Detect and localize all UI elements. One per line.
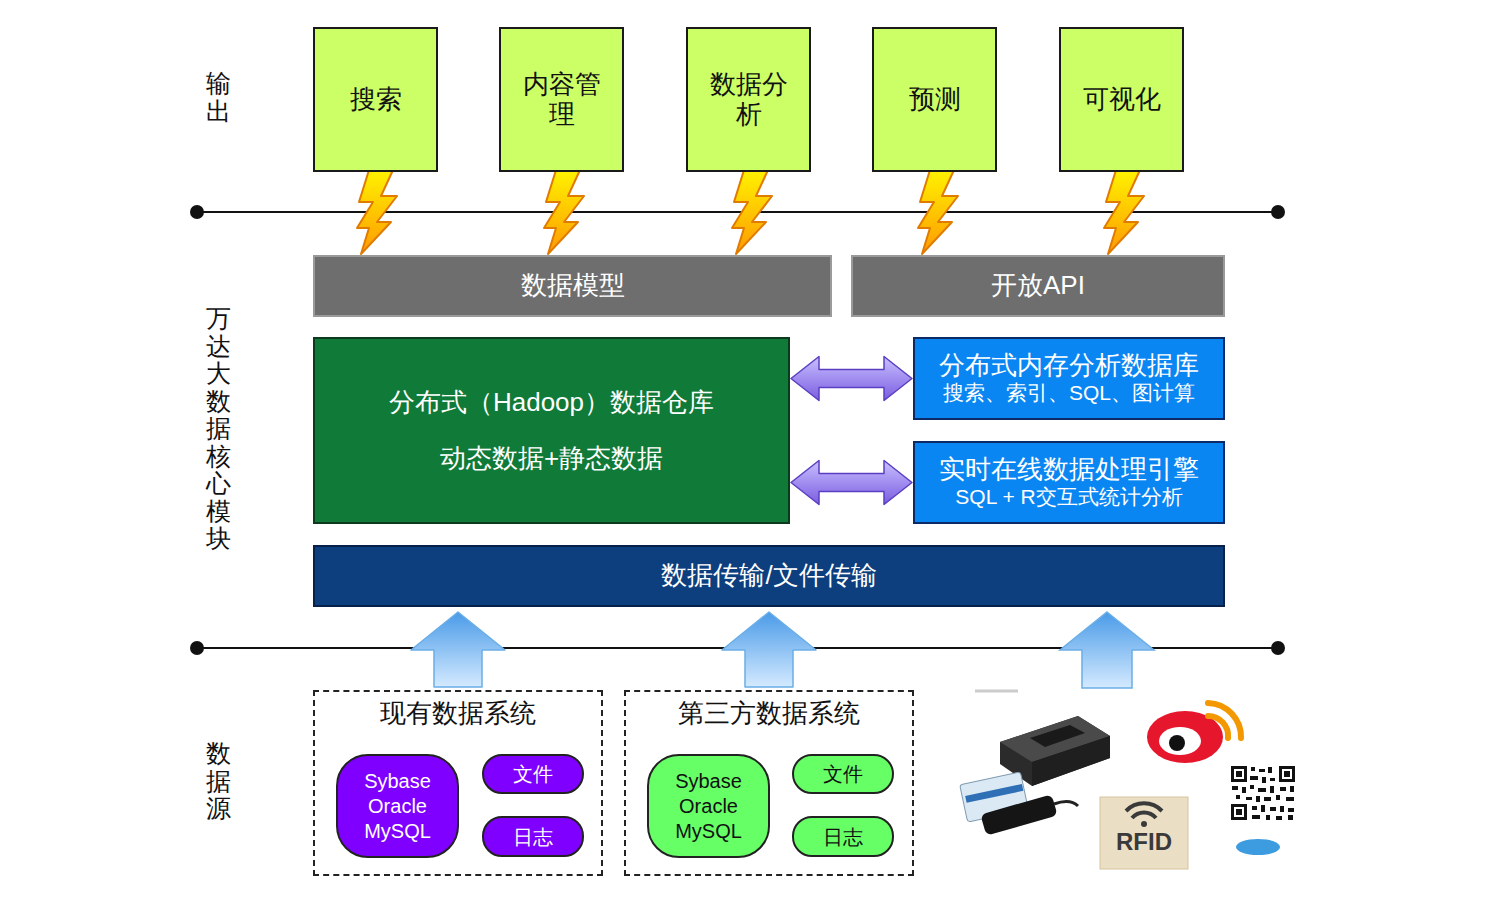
node-text: 数据传输/文件传输 [661, 560, 876, 591]
node-text: 日志 [513, 825, 553, 849]
divider-dot [190, 641, 204, 655]
lightning-bolt [918, 170, 958, 254]
log-pill: 日志 [482, 816, 584, 857]
transfer-bar: 数据传输/文件传输 [313, 545, 1225, 607]
rfid-text: RFID [1101, 830, 1187, 854]
node-text: 日志 [823, 825, 863, 849]
lightning-bolt [544, 170, 584, 254]
output-box: 内容管理 [499, 27, 624, 172]
lightning-bolt [732, 170, 772, 254]
node-text: 实时在线数据处理引擎 [939, 455, 1199, 485]
node-text: 数据模型 [521, 270, 625, 301]
output-box: 可视化 [1059, 27, 1184, 172]
upload-arrow [722, 612, 816, 687]
node-text: 数据分析 [700, 70, 797, 130]
qr-code [1230, 765, 1296, 821]
node-text: 分布式（Hadoop）数据仓库 [389, 387, 714, 418]
weibo-logo [1147, 703, 1241, 763]
log-pill: 日志 [792, 816, 894, 857]
section-label: 数据源 [206, 740, 231, 823]
node-text: 分布式内存分析数据库 [939, 351, 1199, 381]
node-text: Sybase Oracle MySQL [665, 769, 752, 844]
database-box: Sybase Oracle MySQL [647, 754, 770, 858]
file-pill: 文件 [792, 754, 894, 794]
divider-dot [190, 205, 204, 219]
double-arrow [791, 461, 912, 505]
section-label: 输出 [206, 70, 231, 125]
divider-dot [1271, 641, 1285, 655]
source-group: 第三方数据系统 Sybase Oracle MySQL 文件日志 [624, 690, 914, 876]
node-text: Sybase Oracle MySQL [354, 769, 441, 844]
node-text: 动态数据+静态数据 [440, 443, 663, 474]
node-text: SQL + R交互式统计分析 [955, 485, 1182, 509]
node-text: 内容管理 [513, 70, 610, 130]
source-group: 现有数据系统 Sybase Oracle MySQL 文件日志 [313, 690, 603, 876]
output-box: 预测 [872, 27, 997, 172]
node-text: 开放API [991, 270, 1085, 301]
water-drop [1236, 839, 1280, 855]
output-box: 搜索 [313, 27, 438, 172]
output-box: 数据分析 [686, 27, 811, 172]
upload-arrow [1060, 612, 1154, 688]
section-label: 万达大数据核心模块 [206, 305, 231, 553]
small-bar [975, 690, 1018, 693]
divider-dot [1271, 205, 1285, 219]
double-arrow [791, 357, 912, 401]
node-text: 文件 [823, 762, 863, 786]
engine-box: 实时在线数据处理引擎SQL + R交互式统计分析 [913, 441, 1225, 524]
node-text: 现有数据系统 [380, 698, 536, 729]
database-box: Sybase Oracle MySQL [336, 754, 459, 858]
layer-bar: 开放API [851, 255, 1225, 317]
warehouse-box: 分布式（Hadoop）数据仓库动态数据+静态数据 [313, 337, 790, 524]
node-text: 预测 [909, 85, 961, 115]
rfid-tag [1100, 797, 1188, 869]
engine-box: 分布式内存分析数据库搜索、索引、SQL、图计算 [913, 337, 1225, 420]
layer-bar: 数据模型 [313, 255, 832, 317]
lightning-bolt [357, 170, 397, 254]
upload-arrow [411, 612, 505, 687]
file-pill: 文件 [482, 754, 584, 794]
node-text: 搜索、索引、SQL、图计算 [943, 381, 1195, 405]
node-text: 搜索 [350, 85, 402, 115]
node-text: 第三方数据系统 [678, 698, 860, 729]
lightning-bolt [1104, 170, 1144, 254]
node-text: 可视化 [1083, 85, 1161, 115]
node-text: 文件 [513, 762, 553, 786]
card-reader [960, 772, 1078, 836]
